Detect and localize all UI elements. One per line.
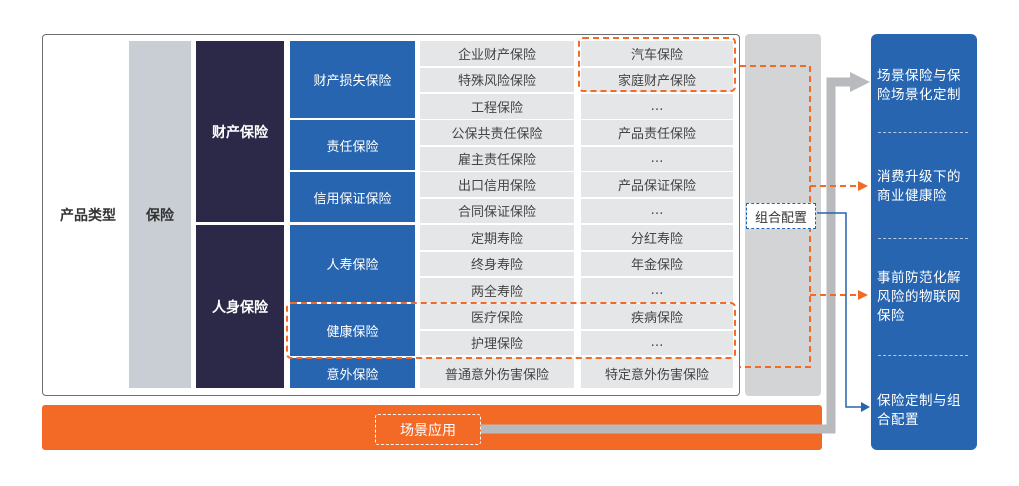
outcome-health-insurance: 消费升级下的 商业健康险 <box>877 168 973 206</box>
sub-credit-guarantee: 信用保证保险 <box>290 172 415 222</box>
outcome-divider <box>878 355 968 356</box>
outcome-iot-insurance: 事前防范化解 风险的物联网 保险 <box>877 269 973 326</box>
cell-col1: 终身寿险 <box>420 251 574 276</box>
highlight-car-home-insurance <box>578 37 736 92</box>
cell-col1: 两全寿险 <box>420 278 574 303</box>
cell-col1: 工程保险 <box>420 94 574 119</box>
outcome-customization: 保险定制与组 合配置 <box>877 392 973 430</box>
category-property-insurance: 财产保险 <box>196 41 284 222</box>
outcome-line: 险场景化定制 <box>877 87 961 103</box>
cell-col2: 分红寿险 <box>581 225 733 250</box>
outcome-scene-insurance: 场景保险与保 险场景化定制 <box>877 67 973 105</box>
outcome-line: 合配置 <box>877 412 919 428</box>
combination-config-box: 组合配置 <box>746 203 816 229</box>
cell-col2: … <box>581 278 733 303</box>
category-personal-insurance: 人身保险 <box>196 225 284 388</box>
cell-col1: 企业财产保险 <box>420 41 574 66</box>
sub-life: 人寿保险 <box>290 225 415 302</box>
sub-property-loss: 财产损失保险 <box>290 41 415 118</box>
outcome-line: 场景保险与保 <box>877 68 961 84</box>
outcomes-panel <box>871 34 977 450</box>
product-type-label: 产品类型 <box>60 208 116 224</box>
cell-col2: … <box>581 146 733 171</box>
outcome-line: 保险 <box>877 308 905 324</box>
outcome-line: 事前防范化解 <box>877 270 961 286</box>
outcome-divider <box>878 132 968 133</box>
insurance-column: 保险 <box>129 41 191 388</box>
cell-col2: … <box>581 94 733 119</box>
outcome-line: 商业健康险 <box>877 188 947 204</box>
cell-col1: 合同保证保险 <box>420 198 574 223</box>
outcome-divider <box>878 238 968 239</box>
cell-col2: 特定意外伤害保险 <box>581 358 733 388</box>
cell-col2: … <box>581 198 733 223</box>
outcome-line: 保险定制与组 <box>877 393 961 409</box>
outcome-line: 风险的物联网 <box>877 289 961 305</box>
cell-col1: 普通意外伤害保险 <box>420 358 574 388</box>
highlight-health-insurance <box>286 302 736 359</box>
cell-col1: 定期寿险 <box>420 225 574 250</box>
scene-application-box: 场景应用 <box>375 414 481 445</box>
cell-col1: 雇主责任保险 <box>420 146 574 171</box>
cell-col1: 公保共责任保险 <box>420 120 574 145</box>
cell-col2: 产品责任保险 <box>581 120 733 145</box>
sub-health: 健康保险 <box>290 304 415 356</box>
sub-accident: 意外保险 <box>290 358 415 388</box>
sub-liability: 责任保险 <box>290 120 415 170</box>
cell-col2: 汽车保险 <box>581 41 733 66</box>
outcome-line: 消费升级下的 <box>877 169 961 185</box>
cell-col2: 年金保险 <box>581 251 733 276</box>
cell-col2: 产品保证保险 <box>581 172 733 197</box>
cell-col1: 特殊风险保险 <box>420 67 574 92</box>
cell-col1: 出口信用保险 <box>420 172 574 197</box>
